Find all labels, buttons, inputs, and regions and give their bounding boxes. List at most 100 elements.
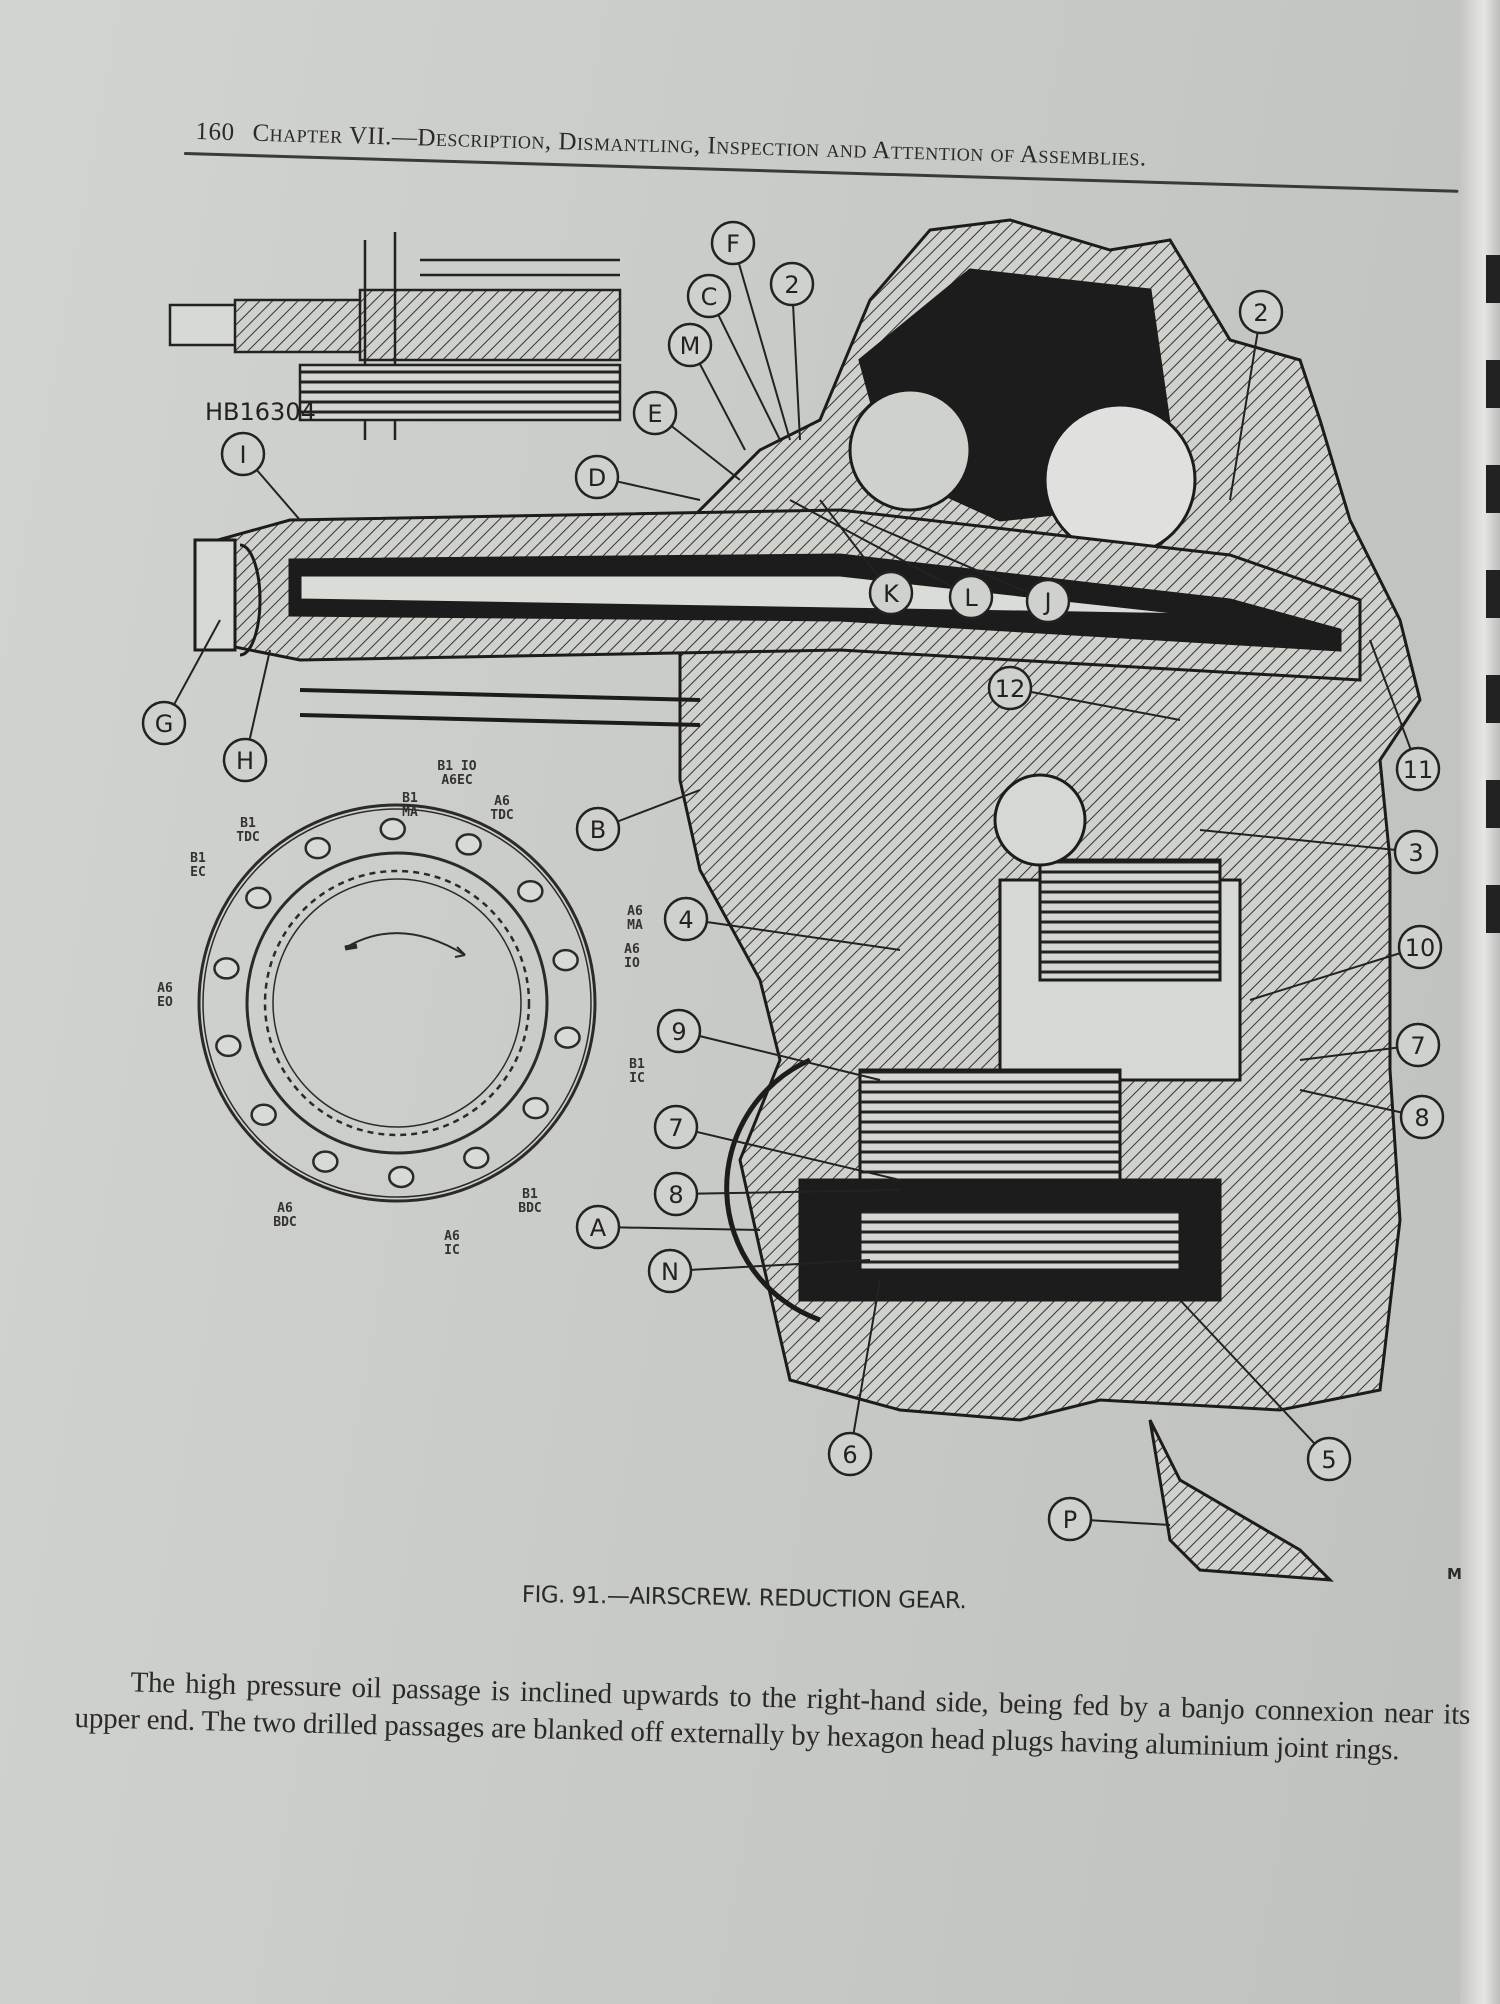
ring-label-line: IO <box>624 956 640 971</box>
inset-detail-drawing <box>168 232 622 440</box>
callout-circle <box>653 1104 699 1150</box>
bolt-hole <box>215 1034 242 1058</box>
callout-6: 6 <box>827 1279 881 1477</box>
ring-label-line: A6EC <box>441 773 472 788</box>
callout-circle <box>987 665 1033 711</box>
callout-7: 7 <box>653 1104 901 1181</box>
callout-circle <box>1395 746 1441 792</box>
callout-b: B <box>575 789 701 852</box>
ring-label-line: B1 <box>240 816 256 831</box>
callout-circle <box>1025 578 1071 624</box>
bolt-hole <box>379 817 407 841</box>
leader-line <box>1030 690 1181 721</box>
callout-8: 8 <box>653 1171 901 1217</box>
callout-circle <box>1397 924 1443 970</box>
callout-circle <box>656 1008 702 1054</box>
callout-p: P <box>1047 1496 1171 1542</box>
callout-c: C <box>686 273 781 441</box>
callout-5: 5 <box>1179 1299 1352 1482</box>
bolt-hole <box>517 879 544 903</box>
callout-label: 4 <box>678 906 693 934</box>
bolt-hole <box>387 1165 415 1189</box>
callout-circle <box>667 322 713 368</box>
callout-circle <box>647 1248 693 1294</box>
callout-circle <box>632 390 678 436</box>
callout-label: 6 <box>842 1441 857 1469</box>
ring-label-line: IC <box>444 1243 460 1258</box>
leader-line <box>1249 952 1401 1001</box>
leader-line <box>717 314 781 441</box>
callout-i: I <box>220 431 301 521</box>
leader-line <box>792 304 801 441</box>
callout-h: H <box>222 649 271 783</box>
callout-circle <box>1395 1022 1441 1068</box>
callout-label: C <box>701 283 718 311</box>
ring-gear-diagram <box>197 803 597 1203</box>
callout-label: H <box>236 747 254 775</box>
corner-mark: M <box>1447 1565 1462 1583</box>
leader-line <box>618 1226 761 1231</box>
callout-n: N <box>647 1248 871 1294</box>
callout-circle <box>1399 1094 1445 1140</box>
callout-label: 8 <box>1414 1104 1429 1132</box>
bolt-hole <box>554 1026 581 1049</box>
callout-circle <box>663 896 709 942</box>
ring-label-line: B1 <box>402 791 418 806</box>
index-tab <box>1486 360 1500 408</box>
ring-label-line: A6 <box>624 942 640 957</box>
leader-line <box>690 1259 871 1271</box>
callout-label: 10 <box>1405 934 1436 962</box>
leader-line <box>1299 1089 1402 1114</box>
callout-11: 11 <box>1369 639 1441 792</box>
leader-line <box>670 425 741 481</box>
callout-label: 2 <box>784 271 799 299</box>
callout-3: 3 <box>1199 829 1439 875</box>
callout-circle <box>686 273 732 319</box>
bolt-hole <box>245 886 272 910</box>
callout-label: I <box>239 441 246 469</box>
callout-circle <box>1047 1496 1093 1542</box>
callout-circle <box>948 574 994 620</box>
callout-g: G <box>141 619 221 746</box>
ring-label-line: B1 <box>629 1057 645 1072</box>
callout-label: 8 <box>668 1181 683 1209</box>
index-tab <box>1486 885 1500 933</box>
callout-label: 7 <box>1410 1032 1425 1060</box>
ring-label-line: BDC <box>518 1201 541 1216</box>
leader-line <box>248 649 271 740</box>
bolt-hole <box>213 957 240 980</box>
callout-l: L <box>789 499 994 620</box>
callout-8: 8 <box>1299 1089 1445 1140</box>
leader-line <box>699 1035 881 1081</box>
ring-label-line: B1 <box>522 1187 538 1202</box>
callout-label: L <box>964 584 978 612</box>
index-tab <box>1486 255 1500 303</box>
leader-line <box>1199 829 1396 851</box>
callout-d: D <box>574 454 701 501</box>
callout-label: D <box>588 464 606 492</box>
callout-label: 12 <box>995 675 1026 703</box>
ring-label-line: A6 <box>277 1201 293 1216</box>
ring-label-line: TDC <box>236 830 259 845</box>
callout-circle <box>1393 829 1439 875</box>
callout-label: A <box>590 1214 607 1242</box>
ring-label-line: EO <box>157 995 173 1010</box>
callout-label: K <box>883 580 900 608</box>
ring-label-line: MA <box>627 918 643 933</box>
callout-label: B <box>590 816 606 844</box>
callout-label: 5 <box>1321 1446 1336 1474</box>
callout-label: M <box>680 332 701 360</box>
ring-label-line: IC <box>629 1071 645 1086</box>
leader-line <box>1179 1299 1316 1445</box>
callout-label: 2 <box>1253 299 1268 327</box>
bolt-hole <box>455 833 482 856</box>
ring-label-line: B1 <box>190 851 206 866</box>
ring-label-line: MA <box>402 805 418 820</box>
callout-j: J <box>859 519 1071 624</box>
